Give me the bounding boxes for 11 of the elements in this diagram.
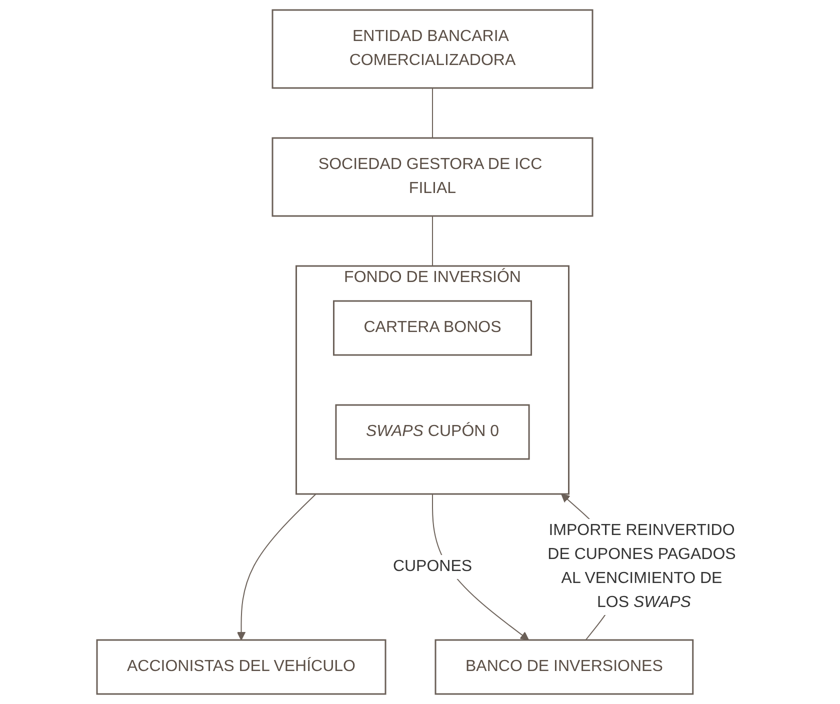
node-box: BANCO DE INVERSIONES — [434, 639, 694, 695]
node-box: SOCIEDAD GESTORA DE ICC FILIAL — [271, 137, 593, 217]
node-box: SWAPS CUPÓN 0 — [334, 404, 530, 460]
arrow — [236, 494, 316, 640]
node-box: ENTIDAD BANCARIA COMERCIALIZADORA — [271, 9, 593, 89]
node-box: CARTERA BONOS — [332, 300, 532, 356]
connector — [432, 216, 433, 266]
edge-label: IMPORTE REINVERTIDO DE CUPONES PAGADOS AL VENCIMIENTO DE LOS SWAPS — [547, 522, 736, 611]
connector — [432, 88, 433, 138]
edge-label: CUPONES — [392, 558, 472, 575]
node-box: ACCIONISTAS DEL VEHÍCULO — [96, 639, 386, 695]
